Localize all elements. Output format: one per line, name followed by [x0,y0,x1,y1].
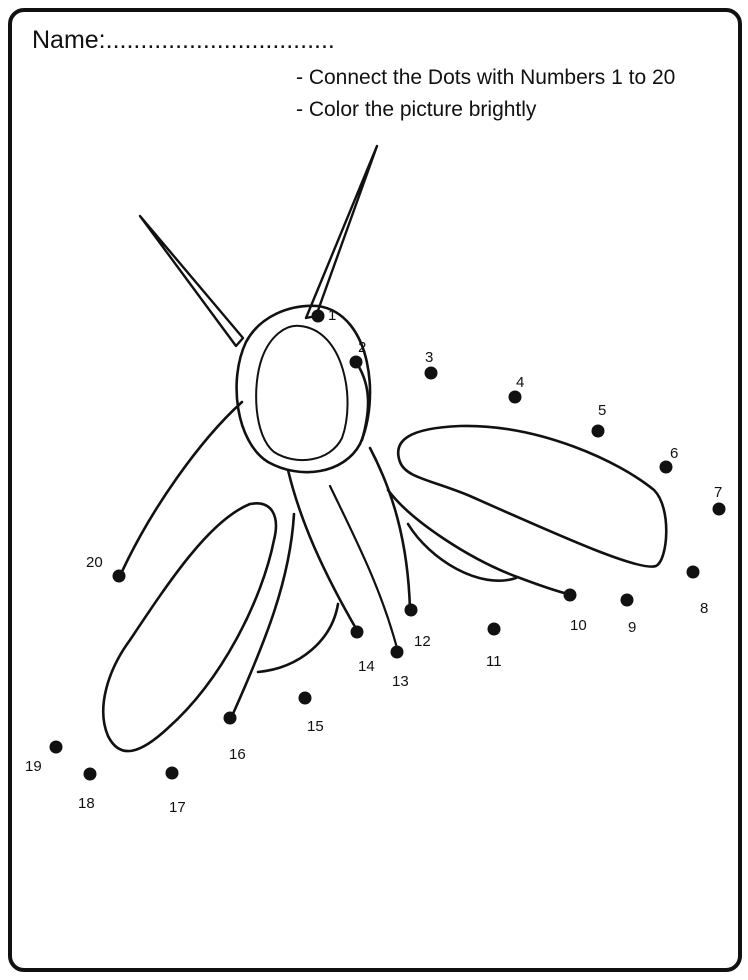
belly-curve [230,512,296,718]
dot-label-19: 19 [25,758,42,775]
dot-16 [223,711,237,725]
dot-label-17: 17 [169,799,186,816]
dot-5 [591,424,605,438]
dot-10 [563,588,577,602]
worksheet-frame [8,8,742,972]
dot-15 [298,691,312,705]
name-field[interactable]: Name:................................. [32,26,335,55]
right-antenna [304,144,379,320]
body-right-edge [368,446,412,612]
dot-13 [390,645,404,659]
dot-label-8: 8 [700,600,708,617]
abdomen-stroke [386,488,570,596]
dot-11 [487,622,501,636]
dot-label-2: 2 [358,339,366,356]
dot-label-18: 18 [78,795,95,812]
name-label: Name: [32,26,106,54]
dot-label-7: 7 [714,484,722,501]
left-body-curve [118,400,244,578]
head-outer [235,304,372,474]
dot-12 [404,603,418,617]
dot-label-14: 14 [358,658,375,675]
neck-stroke-1 [354,360,370,442]
dot-label-16: 16 [229,746,246,763]
abdomen-lower [406,522,518,582]
head-inner [255,324,349,462]
dot-14 [350,625,364,639]
dot-label-3: 3 [425,349,433,366]
dot-label-9: 9 [628,619,636,636]
dot-label-6: 6 [670,445,678,462]
dot-label-10: 10 [570,617,587,634]
right-wing [397,424,668,568]
dot-2 [349,355,363,369]
instruction-color: - Color the picture brightly [296,98,537,121]
dot-label-15: 15 [307,718,324,735]
dot-19 [49,740,63,754]
dot-3 [424,366,438,380]
name-blank-line: ................................. [105,26,335,54]
dot-17 [165,766,179,780]
dot-label-4: 4 [516,374,524,391]
dot-8 [686,565,700,579]
dot-20 [112,569,126,583]
body-center-line [328,484,400,654]
dot-label-13: 13 [392,673,409,690]
dot-1 [311,309,325,323]
dot-7 [712,502,726,516]
left-antenna [138,214,245,348]
dot-4 [508,390,522,404]
dot-6 [659,460,673,474]
dot-label-11: 11 [486,653,502,670]
belly-lower [256,602,340,674]
left-wing [101,502,278,753]
dot-18 [83,767,97,781]
instructions: - Connect the Dots with Numbers 1 to 20 … [296,62,675,126]
dot-label-1: 1 [328,307,336,324]
dot-label-12: 12 [414,633,431,650]
dot-label-5: 5 [598,402,606,419]
dot-9 [620,593,634,607]
instruction-connect-dots: - Connect the Dots with Numbers 1 to 20 [296,66,676,89]
dot-label-20: 20 [86,554,103,571]
body-left-edge [286,468,360,634]
